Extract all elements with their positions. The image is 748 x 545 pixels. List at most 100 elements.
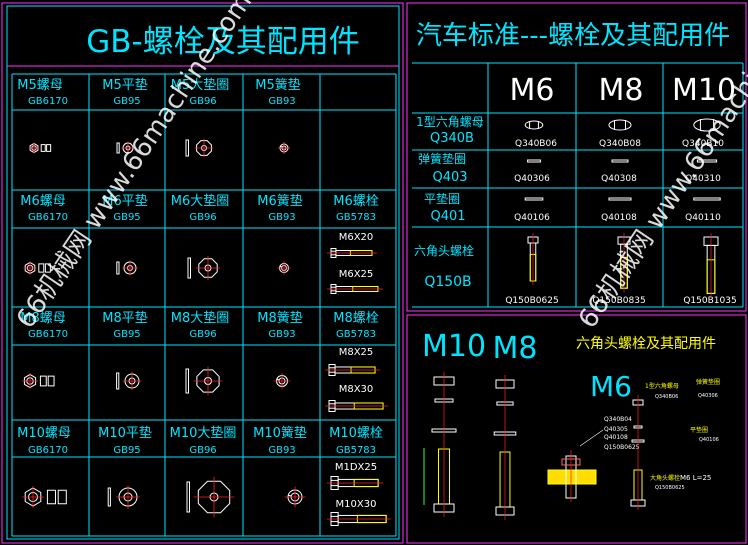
nut-side [44,263,51,273]
cell-label: M5簧垫 [255,77,301,93]
washer-side [186,481,190,513]
bolt-drawing [325,364,381,376]
row-name: 平垫圈 [424,191,460,206]
bolt-drawing [327,248,377,258]
row-code: Q40306 [514,174,550,184]
spring-washer-side [527,159,541,163]
bolt-drawing [327,476,384,490]
big-washer-drawing [185,366,223,396]
cell-label: M10大垫圈 [170,425,237,441]
bolt-size: M6X25 [339,269,374,280]
cell-label: M10平垫 [98,425,152,441]
washer-outer [196,369,220,393]
part-drawings [22,138,392,526]
nut-side [46,489,57,505]
right-top-frame [406,2,747,312]
cell-code: GB96 [189,212,216,223]
cell-code: GB5783 [336,445,376,456]
left-row-2: M8螺母 M8平垫 M8大垫圈 M8簧垫 M8螺栓 GB6170 GB95 GB… [20,310,379,340]
spring-washer-drawing [277,261,291,275]
svg-text:Q150B0625: Q150B0625 [655,485,685,491]
spring-gap [279,145,283,148]
row-std: Q150B [424,274,471,290]
cell-label: M8平垫 [102,310,148,326]
nut-drawing [23,261,51,275]
right-row-0: 1型六角螺母 Q340B Q340B06 Q340B08 Q340B10 [416,115,724,149]
spring-washer-side [611,159,629,163]
right-title: 汽车标准---螺栓及其配用件 [416,21,730,51]
cell-code: GB6170 [28,212,68,223]
big-washer-drawing [185,138,214,158]
washer-side [116,372,120,390]
spring-gap [287,494,292,497]
svg-text:Q40306: Q40306 [698,393,718,399]
nut-drawing [22,373,55,389]
left-row-3: M10螺母 M10平垫 M10大垫圈 M10簧垫 M10螺栓 GB6170 GB… [17,425,383,456]
right-row-1: 弹簧垫圈 Q403 Q40306 Q40308 Q40310 [418,151,721,185]
row-std: Q401 [430,209,465,224]
nut-side [38,263,45,273]
cell-label: M6平垫 [102,193,148,209]
spring-washer-drawing [273,372,291,390]
bolt-size: M1DX25 [335,462,377,473]
washer-drawing [107,485,140,509]
cell-code: GB6170 [28,329,68,340]
flat-washer-side [693,197,721,201]
washer-outer [197,480,231,514]
size-header: M8 [599,73,644,108]
cell-code: GB93 [268,445,295,456]
callouts-left: Q340B04 Q40305 Q40108 Q150B0625 [604,416,640,451]
spring-washer-drawing [278,142,290,154]
row-code: Q40310 [685,174,721,184]
svg-text:M6 L=25: M6 L=25 [680,474,711,482]
big-washer-drawing [187,256,220,280]
cell-code: GB6170 [28,96,68,107]
cell-label: M6簧垫 [257,193,303,209]
washer-side [107,487,111,507]
cell-code: GB96 [189,329,216,340]
vertical-bolt-drawing [703,233,719,298]
plate-section [547,469,597,485]
leader-line [579,429,604,447]
nut-side [40,144,46,152]
cell-code: GB95 [113,212,140,223]
cell-code: GB93 [268,329,295,340]
cell-code: GB95 [113,329,140,340]
svg-text:Q340B06: Q340B06 [655,394,678,400]
left-inner-frame [6,5,400,540]
cell-label: M10螺栓 [329,426,383,441]
washer-outer [198,258,218,278]
size-header: M10 [672,73,736,108]
assembly-title: 六角头螺栓及其配用件 [576,336,716,352]
flat-washer-side [524,197,544,201]
cell-code: GB93 [268,96,295,107]
washer-side [116,142,120,154]
left-frame [1,2,404,544]
svg-text:Q340B04: Q340B04 [604,416,632,423]
cell-label: M6螺栓 [333,194,379,209]
row-code: Q40108 [601,213,637,223]
cell-label: M5平垫 [102,77,148,93]
nut-outline [608,119,632,131]
cell-label: M6螺母 [20,194,66,209]
washer-side [187,257,191,279]
cell-code: GB96 [189,96,216,107]
spring-washer-side [696,159,718,163]
ring-nut [608,119,632,201]
svg-text:Q150B0625: Q150B0625 [604,444,640,451]
svg-text:Q40108: Q40108 [604,434,628,441]
cell-label: M5螺母 [17,78,63,93]
row-code: Q150B0835 [592,296,645,306]
cell-code: GB95 [113,96,140,107]
assembly-size-label: M10 [422,329,486,364]
right-bottom-frame [406,314,747,544]
cell-label: M8大垫圈 [171,310,230,326]
cell-code: GB96 [189,445,216,456]
row-name: 1型六角螺母 [416,115,484,129]
cell-code: GB93 [268,212,295,223]
washer-side [185,139,189,157]
svg-text:大角头螺栓: 大角头螺栓 [650,474,680,482]
bolt-size: M8X30 [339,384,374,395]
left-row-0: M5螺母 M5平垫 M5大垫圈 M5簧垫 GB6170 GB95 GB96 GB… [17,77,301,107]
